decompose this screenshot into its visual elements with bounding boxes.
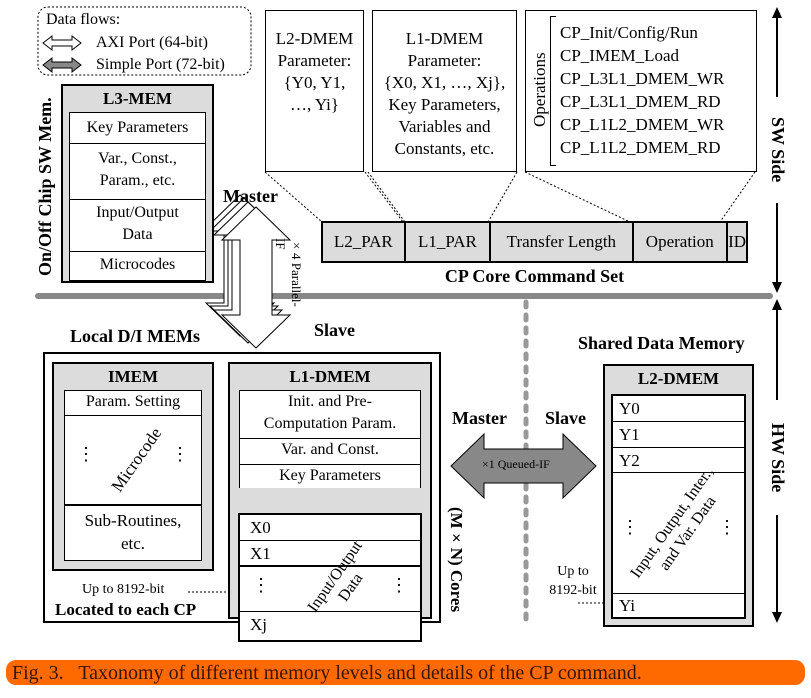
local-mems-footer: Located to each CP <box>55 600 197 619</box>
legend-box <box>37 6 252 76</box>
l2-dmem-title: L2-DMEM <box>637 369 720 388</box>
command-set-title: CP Core Command Set <box>444 266 625 286</box>
l2-up-to-label: Up to 8192-bit <box>549 564 597 598</box>
l1-dmem-title: L1-DMEM <box>289 367 371 386</box>
imem-subroutines: Sub-Routines, etc. <box>84 511 182 553</box>
l2-row-y1: Y1 <box>613 422 744 448</box>
ellipsis-icon: ⋮ <box>621 517 639 537</box>
l2-dmem-rows: Y0 Y1 Y2 ⋮ ⋮ Input, Output, Inter., and … <box>611 394 746 619</box>
l3-row-key-params: Key Parameters <box>70 113 205 144</box>
ellipsis-icon: ⋮ <box>390 575 408 595</box>
l2-param-callout: L2-DMEM Parameter: {Y0, Y1, …, Yi} <box>265 10 364 172</box>
imem-microcode-label: Microcode <box>107 424 166 496</box>
hollow-double-arrow-icon <box>42 34 82 52</box>
filled-double-arrow-icon <box>42 56 82 74</box>
shared-mem-title: Shared Data Memory <box>578 333 745 353</box>
l2-ellipsis-area: ⋮ ⋮ Input, Output, Inter., and Var. Data <box>613 464 744 594</box>
operations-label: Operations <box>530 52 549 128</box>
queued-if-label: ×1 Queued-IF <box>482 457 550 471</box>
caption-highlight <box>6 660 805 685</box>
l1-dmem-block: L1-DMEM Init. and Pre- Computation Param… <box>228 362 432 642</box>
sw-side-arrow-up-icon <box>772 7 782 18</box>
l1-param-callout: L1-DMEM Parameter: {X0, X1, …, Xj}, Key … <box>372 10 517 172</box>
l3-row-io-data: Input/Output Data <box>70 200 205 252</box>
ellipsis-icon: ⋮ <box>77 444 95 464</box>
l2-row-y0: Y0 <box>613 396 744 422</box>
imem-microcode-area: ⋮ ⋮ Microcode <box>65 416 201 506</box>
l1-row-x1: X1 <box>240 541 420 567</box>
parallel-if-master-label: Master <box>223 186 278 206</box>
imem-block: IMEM Param. Setting ⋮ ⋮ Microcode Sub-Ro… <box>52 362 214 571</box>
l1-row-key-params: Key Parameters <box>279 467 381 484</box>
l3-mem-block: L3-MEM Key Parameters Var., Const., Para… <box>61 84 214 283</box>
callout-lines <box>264 171 756 223</box>
l1-io-data-region: X0 X1 ⋮ ⋮ Xj Input/Output Data <box>238 513 422 642</box>
field-transfer-length: Transfer Length <box>491 223 634 261</box>
l3-row-var-const: Var., Const., Param., etc. <box>70 144 205 200</box>
hw-side-arrow-down-icon <box>772 612 782 623</box>
operations-list: CP_Init/Config/Run CP_IMEM_Load CP_L3L1_… <box>560 21 724 159</box>
field-l2-par: L2_PAR <box>323 223 406 261</box>
operation-item: CP_L3L1_DMEM_RD <box>560 92 721 111</box>
l1-up-to-label: Up to 8192-bit <box>82 582 165 597</box>
imem-param-setting: Param. Setting <box>65 391 201 416</box>
l1-row-x0: X0 <box>240 515 420 541</box>
imem-title: IMEM <box>107 367 159 386</box>
figure-caption: Fig. 3. Taxonomy of different memory lev… <box>12 662 642 684</box>
sw-side-label: SW Side <box>768 117 788 183</box>
legend-axi-label: AXI Port (64-bit) <box>96 34 208 51</box>
hw-side-arrow-up-icon <box>772 299 782 310</box>
l3-mem-title: L3-MEM <box>103 89 172 108</box>
sw-side-arrow-down-icon <box>772 282 782 293</box>
l2-row-y2: Y2 <box>613 448 744 473</box>
operation-item: CP_L3L1_DMEM_WR <box>560 69 725 88</box>
operation-item: CP_L1L2_DMEM_RD <box>560 138 721 157</box>
operations-bracket <box>550 16 556 166</box>
on-off-chip-label: On/Off Chip SW Mem. <box>35 97 55 277</box>
queued-if-slave-label: Slave <box>545 408 587 428</box>
l1-ellipsis-area: ⋮ ⋮ <box>240 567 420 612</box>
parallel-if-slave-label: Slave <box>314 320 356 340</box>
l3-row-microcodes: Microcodes <box>70 252 205 281</box>
operations-callout: Operations CP_Init/Config/Run CP_IMEM_Lo… <box>525 10 757 172</box>
field-l1-par: L1_PAR <box>406 223 492 261</box>
ellipsis-icon: ⋮ <box>252 575 270 595</box>
local-mems-title: Local D/I MEMs <box>70 326 200 346</box>
ellipsis-icon: ⋮ <box>718 517 736 537</box>
l2-row-yi: Yi <box>619 596 636 615</box>
queued-if-arrow-icon <box>450 432 597 500</box>
parallel-if-label: ×4 Parallel-IF <box>273 238 304 307</box>
operation-item: CP_IMEM_Load <box>560 46 679 65</box>
cp-command-set-fields: L2_PAR L1_PAR Transfer Length Operation … <box>321 221 748 263</box>
l2-dmem-block: L2-DMEM Y0 Y1 Y2 ⋮ ⋮ Input, Output, Inte… <box>603 364 754 627</box>
parallel-if-arrow-icon <box>204 194 292 349</box>
cores-label: (M×N) Cores <box>447 507 466 613</box>
legend-simple-label: Simple Port (72-bit) <box>96 56 225 73</box>
operation-item: CP_Init/Config/Run <box>560 23 698 42</box>
legend-title: Data flows: <box>46 11 121 28</box>
operation-item: CP_L1L2_DMEM_WR <box>560 115 725 134</box>
field-id: ID <box>728 232 747 251</box>
hw-side-label: HW Side <box>768 423 788 493</box>
ellipsis-icon: ⋮ <box>171 444 189 464</box>
l1-row-init-precomp: Init. and Pre- Computation Param. <box>240 391 420 439</box>
l1-row-var-const: Var. and Const. <box>240 439 420 465</box>
field-operation: Operation <box>634 223 729 261</box>
l1-row-xj: Xj <box>250 615 267 634</box>
queued-if-master-label: Master <box>452 408 507 428</box>
